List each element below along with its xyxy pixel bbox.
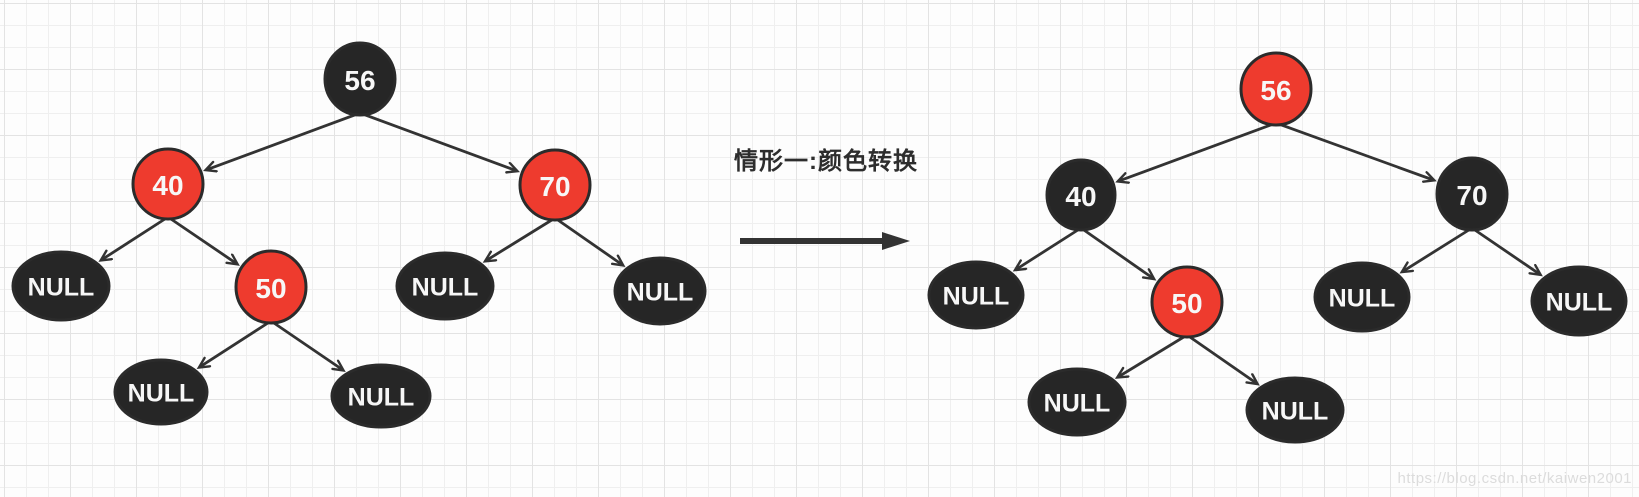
- null-leaf-node: NULL: [330, 363, 432, 429]
- edge-arrow: [1186, 333, 1257, 383]
- edge-arrow: [200, 319, 272, 367]
- node-label: 56: [344, 65, 375, 96]
- edge-arrow: [167, 215, 237, 264]
- null-leaf-node: NULL: [1530, 265, 1628, 337]
- edge-arrow: [1016, 226, 1082, 270]
- null-leaf-node: NULL: [113, 358, 209, 426]
- node-label: 40: [152, 170, 183, 201]
- node-label: NULL: [412, 274, 479, 302]
- null-leaf-node: NULL: [927, 260, 1025, 330]
- edge-arrow: [1080, 226, 1153, 279]
- node-label: NULL: [1262, 398, 1329, 426]
- node-label: NULL: [348, 384, 415, 412]
- null-leaf-node: NULL: [1313, 261, 1411, 333]
- node-label: NULL: [627, 279, 694, 307]
- edge-arrow: [270, 319, 343, 370]
- node-label: NULL: [128, 380, 195, 408]
- tree-node-40: 40: [1045, 158, 1117, 232]
- edge-arrow: [1275, 121, 1433, 180]
- tree-node-50: 50: [1150, 265, 1224, 339]
- null-leaf-node: NULL: [11, 250, 111, 322]
- node-label: 40: [1065, 181, 1096, 212]
- edge-arrow: [486, 216, 556, 261]
- node-label: 56: [1260, 75, 1291, 106]
- node-label: 70: [1456, 180, 1487, 211]
- node-label: NULL: [1546, 289, 1613, 317]
- tree-node-56: 56: [1239, 51, 1313, 127]
- node-label: NULL: [1044, 390, 1111, 418]
- node-label: 50: [255, 273, 286, 304]
- node-label: NULL: [28, 274, 95, 302]
- edge-arrow: [554, 216, 622, 265]
- edge-arrow: [206, 111, 361, 170]
- null-leaf-node: NULL: [1245, 376, 1345, 444]
- node-label: NULL: [1329, 285, 1396, 313]
- case-label: 情形一:颜色转换: [734, 148, 918, 175]
- null-leaf-node: NULL: [613, 256, 707, 326]
- tree-node-40: 40: [131, 147, 205, 221]
- edge-arrow: [359, 111, 517, 171]
- watermark-url: https://blog.csdn.net/kaiwen2001: [1397, 470, 1632, 487]
- tree-node-50: 50: [234, 249, 308, 325]
- edge-arrow: [1118, 333, 1188, 377]
- node-label: 50: [1171, 288, 1202, 319]
- edge-arrow: [1403, 226, 1473, 272]
- node-label: NULL: [943, 283, 1010, 311]
- tree-node-70: 70: [1435, 156, 1509, 232]
- null-leaf-node: NULL: [395, 251, 495, 321]
- tree-node-70: 70: [518, 148, 592, 222]
- edge-arrow: [1119, 121, 1277, 181]
- edge-arrow: [1471, 226, 1540, 274]
- null-leaf-node: NULL: [1027, 367, 1127, 437]
- node-label: 70: [539, 171, 570, 202]
- tree-node-56: 56: [323, 41, 397, 117]
- transition-arrow: [740, 232, 910, 250]
- arrowhead: [882, 232, 910, 250]
- edge-arrow: [102, 215, 169, 260]
